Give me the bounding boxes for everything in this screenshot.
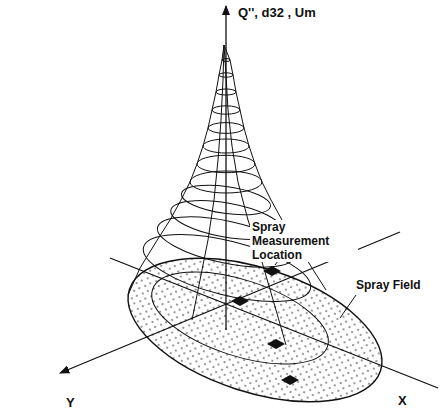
callout-label: Spray Measurement Location xyxy=(250,220,358,262)
axis-name: Y xyxy=(64,396,77,410)
distribution-surface xyxy=(128,45,326,345)
coordinate-axes xyxy=(60,6,438,388)
measurement-markers xyxy=(231,266,299,385)
axis-name: X xyxy=(396,394,409,408)
callout-label: Spray Field xyxy=(354,278,423,292)
axis-label: Q'', d32 , Um xyxy=(236,6,318,20)
